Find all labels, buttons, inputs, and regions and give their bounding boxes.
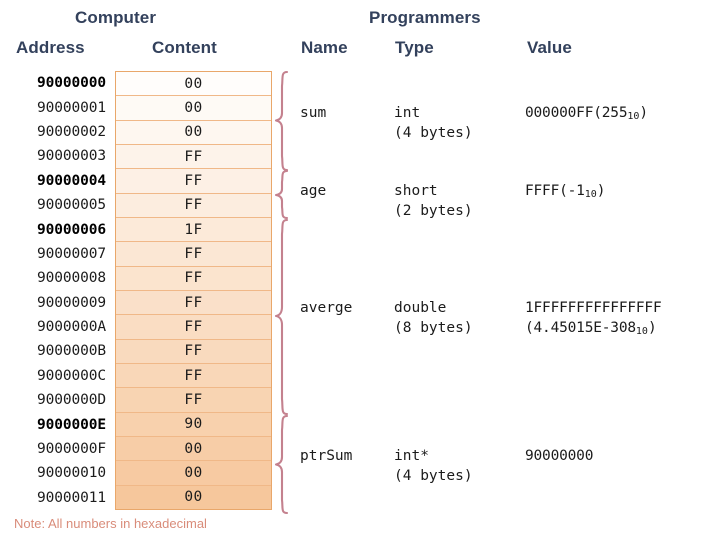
memory-row: FF <box>116 290 271 316</box>
variable-name: ptrSum <box>300 448 353 464</box>
variable-size: (8 bytes) <box>394 320 473 336</box>
memory-content-value: 00 <box>184 489 203 506</box>
memory-address: 90000010 <box>36 465 106 482</box>
memory-row: FF <box>116 266 271 291</box>
variable-size: (4 bytes) <box>394 468 473 484</box>
value-subscript: 10 <box>584 188 597 200</box>
memory-address: 9000000C <box>36 367 106 384</box>
memory-row: 00 <box>116 72 271 97</box>
braces-svg <box>274 70 289 515</box>
column-header-name: Name <box>301 38 348 57</box>
programmers-group-heading: Programmers <box>369 8 481 27</box>
memory-row: FF <box>116 169 271 194</box>
value-tail: ) <box>647 320 657 336</box>
variable-type: int* <box>394 448 429 464</box>
computer-group-heading: Computer <box>75 8 157 27</box>
memory-content-value: 90 <box>184 416 203 433</box>
variable-name: averge <box>300 300 353 316</box>
memory-content-value: FF <box>184 294 203 311</box>
memory-content-value: 00 <box>184 75 203 92</box>
memory-address: 90000002 <box>36 123 106 140</box>
value-tail: ) <box>596 183 606 199</box>
column-header-type: Type <box>395 38 434 57</box>
memory-content-value: 00 <box>184 440 203 457</box>
memory-content-value: 00 <box>184 464 203 481</box>
memory-content-value: FF <box>184 270 203 287</box>
memory-address: 90000000 <box>36 75 106 92</box>
memory-address: 90000009 <box>36 294 106 311</box>
memory-content-value: FF <box>184 197 203 214</box>
memory-row: 00 <box>116 120 271 145</box>
memory-row: 00 <box>116 461 271 486</box>
group-braces <box>274 66 314 516</box>
value-subscript: 10 <box>635 325 648 337</box>
memory-row: 1F <box>116 217 271 243</box>
variable-type: double <box>394 300 447 316</box>
brace-sum <box>274 70 289 172</box>
memory-row: FF <box>116 144 271 170</box>
memory-row: FF <box>116 242 271 267</box>
value-hex: 90000000 <box>525 448 594 464</box>
variable-size: (2 bytes) <box>394 203 473 219</box>
variable-value: FFFF(-110) <box>525 183 605 200</box>
memory-row: 00 <box>116 436 271 462</box>
memory-content-value: FF <box>184 367 203 384</box>
memory-row: FF <box>116 339 271 364</box>
memory-content-value: FF <box>184 318 203 335</box>
memory-content-value: FF <box>184 148 203 165</box>
memory-address: 90000004 <box>36 172 106 189</box>
memory-content-value: FF <box>184 172 203 189</box>
value-tail: ) <box>639 105 648 121</box>
memory-content-value: FF <box>184 343 203 360</box>
memory-content-value: FF <box>184 391 203 408</box>
memory-address: 9000000B <box>36 343 106 360</box>
memory-address: 90000007 <box>36 245 106 262</box>
brace-averge <box>274 218 289 416</box>
variable-value-decimal: (4.45015E-30810) <box>525 320 657 337</box>
variable-name: age <box>300 183 327 199</box>
memory-content-value: 00 <box>184 99 203 116</box>
memory-row: 90 <box>116 412 271 437</box>
variable-value: 000000FF(25510) <box>525 105 648 122</box>
memory-address: 90000003 <box>36 148 106 165</box>
memory-content-value: 00 <box>184 124 203 141</box>
address-column: 90000000 90000001 90000002 90000003 90000004… <box>0 71 112 510</box>
memory-address: 9000000D <box>36 392 106 409</box>
memory-address: 90000001 <box>36 99 106 116</box>
memory-address: 90000008 <box>36 270 106 287</box>
memory-address: 9000000F <box>36 441 106 458</box>
variable-type: short <box>394 183 438 199</box>
memory-row: FF <box>116 193 271 218</box>
variable-size: (4 bytes) <box>394 125 473 141</box>
memory-address: 90000011 <box>36 489 106 506</box>
value-hex: FFFF(-1 <box>525 183 585 199</box>
variable-value: 1FFFFFFFFFFFFFFF <box>525 300 662 317</box>
value-hex: 000000FF(255 <box>525 105 628 121</box>
column-header-content: Content <box>152 38 217 57</box>
variable-value: 90000000 <box>525 448 593 465</box>
memory-address: 9000000E <box>36 416 106 433</box>
memory-row: 00 <box>116 96 271 121</box>
value-hex: 1FFFFFFFFFFFFFFF <box>525 300 662 316</box>
variable-type: int <box>394 105 421 121</box>
variable-name: sum <box>300 105 327 121</box>
memory-content-value: FF <box>184 245 203 262</box>
memory-content-value: 1F <box>184 221 203 238</box>
memory-row: FF <box>116 388 271 413</box>
memory-address: 90000005 <box>36 197 106 214</box>
footnote-note: Note: All numbers in hexadecimal <box>14 516 207 531</box>
memory-address: 9000000A <box>36 319 106 336</box>
brace-age <box>274 169 289 220</box>
value-subscript: 10 <box>627 110 640 122</box>
memory-row: FF <box>116 315 271 340</box>
column-header-value: Value <box>527 38 572 57</box>
value-hex: (4.45015E-308 <box>525 320 636 336</box>
memory-address: 90000006 <box>36 221 106 238</box>
column-header-address: Address <box>16 38 85 57</box>
memory-row: 00 <box>116 485 271 509</box>
memory-row: FF <box>116 363 271 389</box>
brace-ptrsum <box>274 414 289 515</box>
